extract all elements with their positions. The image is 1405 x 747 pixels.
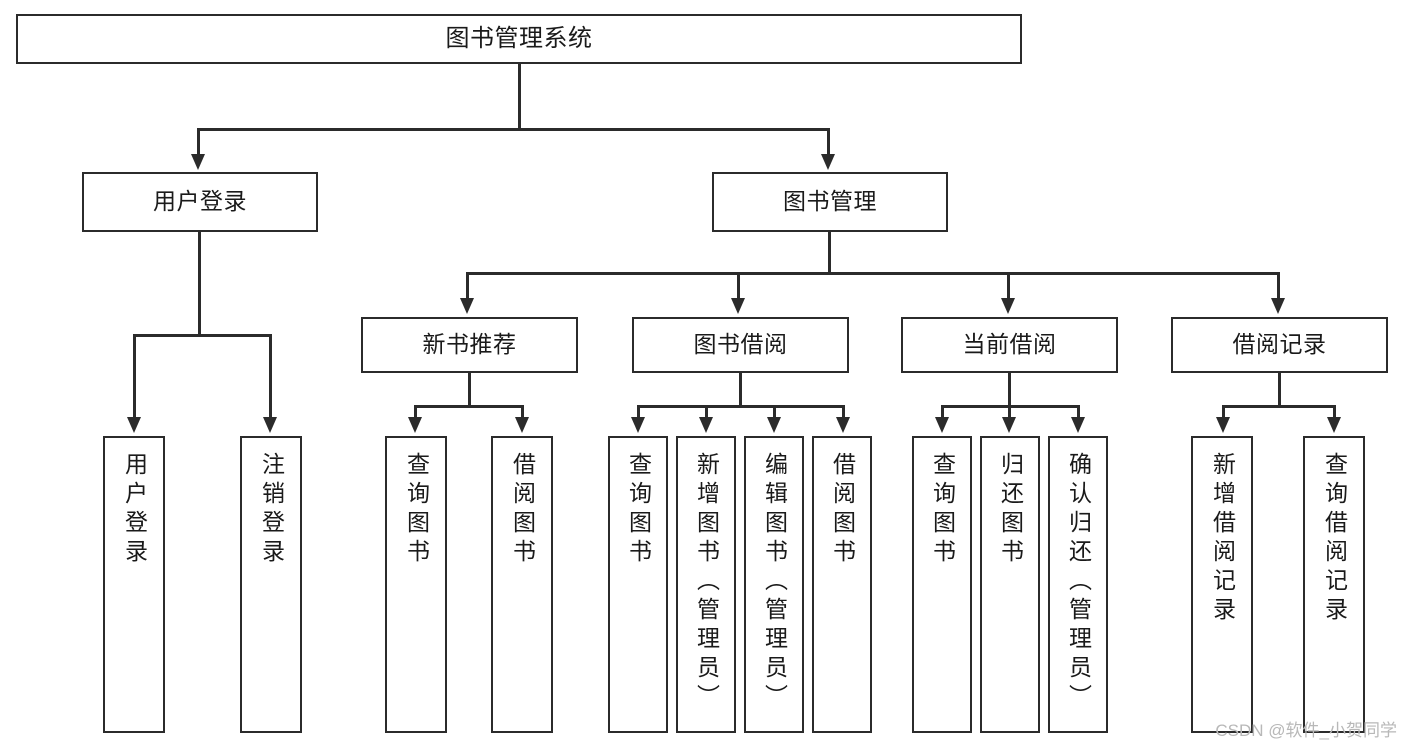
node-label: 查询借阅记录 xyxy=(1321,452,1348,626)
node-root-system[interactable]: 图书管理系统 xyxy=(16,14,1022,64)
leaf-add-record[interactable]: 新增借阅记录 xyxy=(1191,436,1253,733)
edge-to-leaf-return-book xyxy=(1008,405,1011,419)
arrowhead-leaf-return-book xyxy=(1002,417,1016,433)
node-label: 归还图书 xyxy=(997,452,1024,568)
leaf-query-book-2[interactable]: 查询图书 xyxy=(608,436,668,733)
node-label: 用户登录 xyxy=(153,188,247,215)
edge-borrow-record-stem xyxy=(1278,373,1281,407)
edge-borrow-record-bus xyxy=(1222,405,1336,408)
edge-level2-bus xyxy=(197,128,829,131)
node-book-borrow[interactable]: 图书借阅 xyxy=(632,317,849,373)
arrowhead-borrow-record xyxy=(1271,298,1285,314)
node-label: 新书推荐 xyxy=(422,331,517,358)
arrowhead-leaf-borrow-book-1 xyxy=(515,417,529,433)
node-book-manage[interactable]: 图书管理 xyxy=(712,172,948,232)
leaf-user-login[interactable]: 用户登录 xyxy=(103,436,165,733)
arrowhead-leaf-confirm-return xyxy=(1071,417,1085,433)
edge-to-leaf-query-book-3 xyxy=(941,405,944,419)
node-label: 借阅图书 xyxy=(829,452,856,568)
node-label: 新增借阅记录 xyxy=(1209,452,1236,626)
leaf-borrow-book-2[interactable]: 借阅图书 xyxy=(812,436,872,733)
arrowhead-leaf-add-book xyxy=(699,417,713,433)
node-label: 当前借阅 xyxy=(962,331,1057,358)
edge-to-leaf-user-login xyxy=(133,334,136,419)
edge-new-book-rec-stem xyxy=(468,373,471,407)
node-label: 借阅图书 xyxy=(509,452,536,568)
node-new-book-rec[interactable]: 新书推荐 xyxy=(361,317,578,373)
leaf-query-record[interactable]: 查询借阅记录 xyxy=(1303,436,1365,733)
edge-book-borrow-stem xyxy=(739,373,742,407)
leaf-user-logout[interactable]: 注销登录 xyxy=(240,436,302,733)
arrowhead-leaf-add-record xyxy=(1216,417,1230,433)
arrowhead-current-borrow xyxy=(1001,298,1015,314)
leaf-edit-book[interactable]: 编辑图书（管理员） xyxy=(744,436,804,733)
arrowhead-leaf-query-book-3 xyxy=(935,417,949,433)
edge-to-leaf-query-record xyxy=(1333,405,1336,419)
arrowhead-book-manage xyxy=(821,154,835,170)
edge-to-leaf-add-book xyxy=(705,405,708,419)
edge-to-borrow-record xyxy=(1277,272,1280,300)
node-label: 查询图书 xyxy=(403,452,430,568)
edge-to-user-login xyxy=(197,128,200,156)
edge-user-login-bus xyxy=(133,334,271,337)
arrowhead-leaf-borrow-book-2 xyxy=(836,417,850,433)
edge-to-leaf-user-logout xyxy=(269,334,272,419)
node-label: 图书管理 xyxy=(783,188,877,215)
leaf-query-book-3[interactable]: 查询图书 xyxy=(912,436,972,733)
edge-to-current-borrow xyxy=(1007,272,1010,300)
arrowhead-leaf-query-record xyxy=(1327,417,1341,433)
edge-to-leaf-query-book-1 xyxy=(414,405,417,419)
edge-to-book-borrow xyxy=(737,272,740,300)
arrowhead-leaf-user-login xyxy=(127,417,141,433)
node-label: 新增图书（管理员） xyxy=(693,452,720,713)
node-label: 借阅记录 xyxy=(1232,331,1327,358)
leaf-add-book[interactable]: 新增图书（管理员） xyxy=(676,436,736,733)
edge-user-login-stem xyxy=(198,232,201,336)
node-label: 确认归还（管理员） xyxy=(1065,452,1092,713)
edge-to-new-book-rec xyxy=(466,272,469,300)
node-user-login[interactable]: 用户登录 xyxy=(82,172,318,232)
edge-root-stem xyxy=(518,64,521,129)
edge-to-leaf-confirm-return xyxy=(1077,405,1080,419)
edge-level3-bus xyxy=(466,272,1280,275)
edge-to-leaf-query-book-2 xyxy=(637,405,640,419)
node-current-borrow[interactable]: 当前借阅 xyxy=(901,317,1118,373)
arrowhead-leaf-query-book-2 xyxy=(631,417,645,433)
arrowhead-new-book-rec xyxy=(460,298,474,314)
edge-current-borrow-stem xyxy=(1008,373,1011,407)
arrowhead-book-borrow xyxy=(731,298,745,314)
node-label: 用户登录 xyxy=(121,452,148,568)
node-label: 编辑图书（管理员） xyxy=(761,452,788,713)
arrowhead-leaf-query-book-1 xyxy=(408,417,422,433)
leaf-query-book-1[interactable]: 查询图书 xyxy=(385,436,447,733)
edge-to-leaf-borrow-book-1 xyxy=(521,405,524,419)
edge-to-book-manage xyxy=(827,128,830,156)
leaf-confirm-return[interactable]: 确认归还（管理员） xyxy=(1048,436,1108,733)
node-label: 图书管理系统 xyxy=(445,24,593,52)
node-label: 图书借阅 xyxy=(693,331,788,358)
edge-to-leaf-edit-book xyxy=(773,405,776,419)
edge-new-book-rec-bus xyxy=(414,405,524,408)
edge-to-leaf-add-record xyxy=(1222,405,1225,419)
edge-book-manage-stem xyxy=(828,232,831,274)
arrowhead-leaf-edit-book xyxy=(767,417,781,433)
leaf-return-book[interactable]: 归还图书 xyxy=(980,436,1040,733)
arrowhead-leaf-user-logout xyxy=(263,417,277,433)
node-label: 注销登录 xyxy=(258,452,285,568)
node-label: 查询图书 xyxy=(625,452,652,568)
node-borrow-record[interactable]: 借阅记录 xyxy=(1171,317,1388,373)
arrowhead-user-login xyxy=(191,154,205,170)
node-label: 查询图书 xyxy=(929,452,956,568)
edge-to-leaf-borrow-book-2 xyxy=(842,405,845,419)
edge-book-borrow-bus xyxy=(637,405,845,408)
leaf-borrow-book-1[interactable]: 借阅图书 xyxy=(491,436,553,733)
